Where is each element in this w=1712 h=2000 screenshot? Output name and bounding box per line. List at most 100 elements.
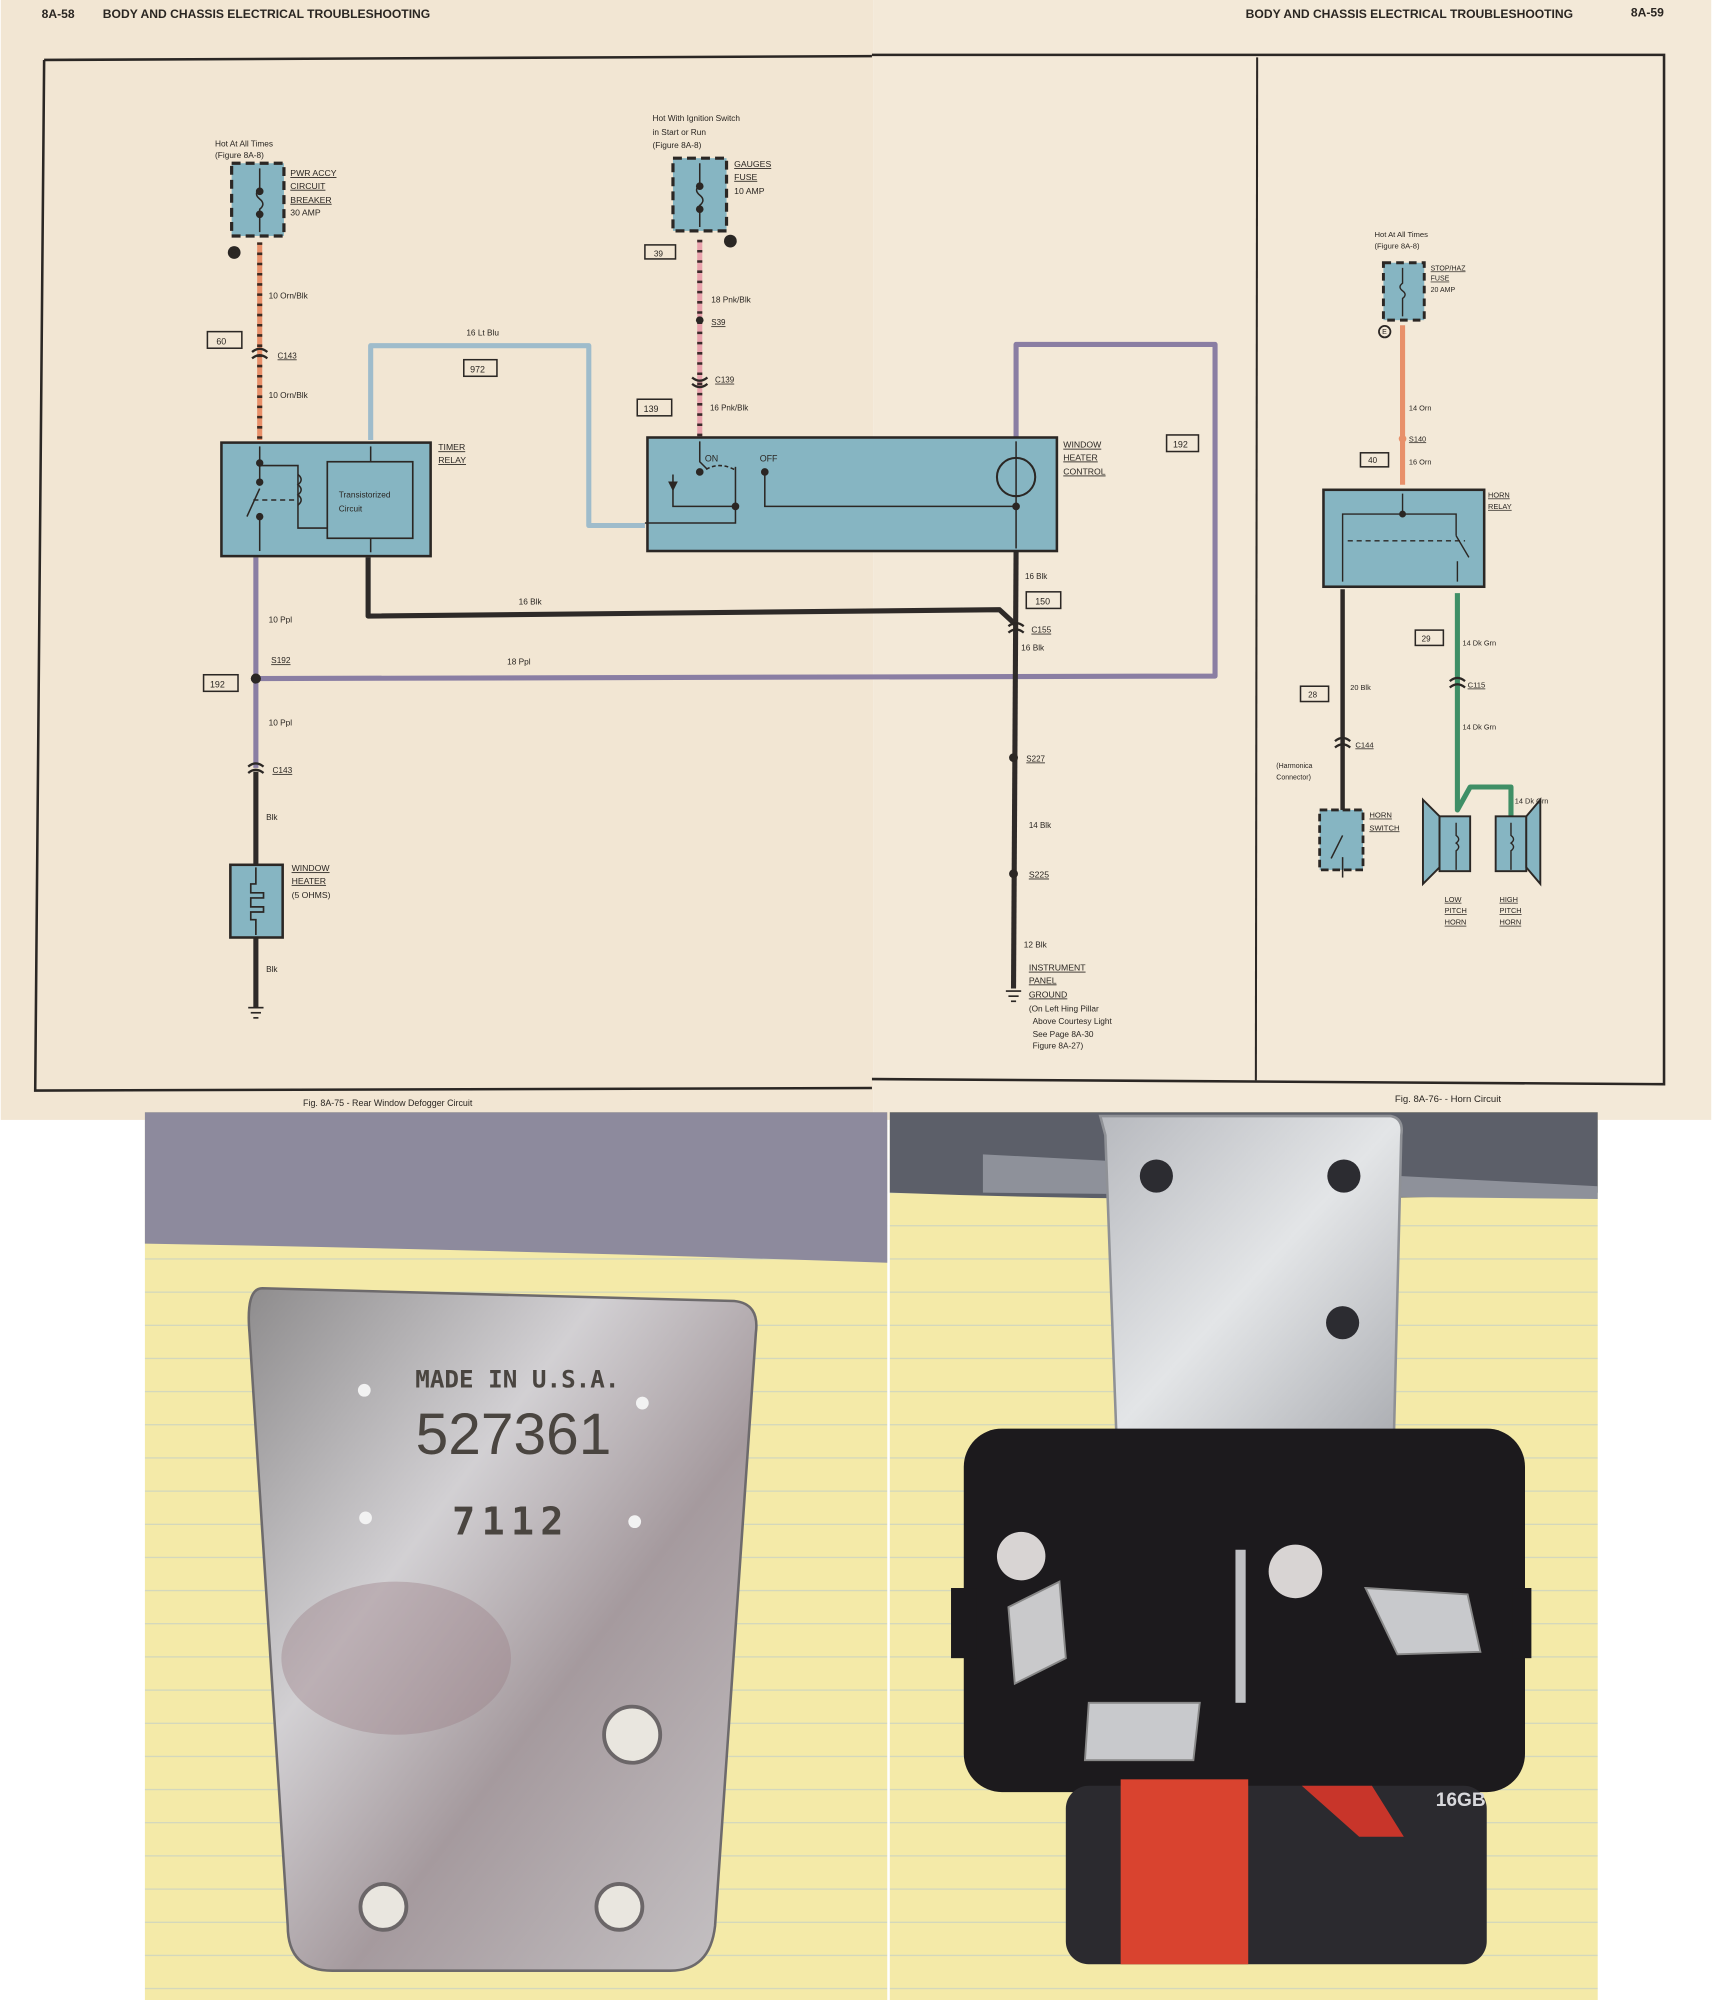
relay-label: HORN xyxy=(1488,490,1510,499)
heater-label: WINDOW xyxy=(292,863,331,873)
horn-label: HORN xyxy=(1445,918,1467,927)
wire-label: 16 Lt Blu xyxy=(466,327,499,337)
wire-16-lt-blu xyxy=(368,343,645,529)
horn-label: HORN xyxy=(1499,918,1521,927)
control-label: WINDOW xyxy=(1063,440,1102,450)
hot-note: (Figure 8A-8) xyxy=(215,150,264,160)
hot-note: (Figure 8A-8) xyxy=(653,140,702,150)
connector-icons xyxy=(247,347,1466,774)
horn-label: PITCH xyxy=(1499,906,1521,915)
fuse-label: STOP/HAZ xyxy=(1431,265,1467,272)
page-header-left: BODY AND CHASSIS ELECTRICAL TROUBLESHOOT… xyxy=(103,7,430,21)
wire-label: 16 Blk xyxy=(1025,572,1048,581)
ground-note: See Page 8A-30 xyxy=(1033,1029,1094,1039)
circuit-number: 60 xyxy=(216,336,226,346)
ground-icon xyxy=(248,1006,264,1019)
stamp-date-code: 7112 xyxy=(452,1499,570,1544)
tag-e: E xyxy=(1382,329,1387,336)
wire-label: 20 Blk xyxy=(1350,683,1371,692)
photo-relay-front: 16GB xyxy=(889,1112,1598,2000)
breaker-label: CIRCUIT xyxy=(290,181,326,191)
harmonica-note: Connector) xyxy=(1276,774,1311,781)
relay-terminal xyxy=(1007,1580,1067,1686)
wire-label: Blk xyxy=(266,812,278,822)
window-heater xyxy=(229,863,284,939)
relay-terminal xyxy=(1235,1549,1246,1703)
fuse-rating: 10 AMP xyxy=(734,186,765,196)
wire-label: 10 Orn/Blk xyxy=(269,390,309,400)
wire-label: 14 Dk Grn xyxy=(1463,638,1497,647)
tag-z: Z xyxy=(727,236,732,246)
circuit-number: 139 xyxy=(644,404,659,414)
switch-label: HORN xyxy=(1369,811,1392,820)
circuit-number: 40 xyxy=(1368,456,1377,465)
switch-off-label: OFF xyxy=(760,454,778,464)
figure-caption: Fig. 8A-75 - Rear Window Defogger Circui… xyxy=(303,1098,473,1108)
hot-note: Hot With Ignition Switch xyxy=(653,113,741,123)
fuse-label: FUSE xyxy=(1431,276,1450,283)
heater-label: HEATER xyxy=(292,876,326,886)
hot-note: (Figure 8A-8) xyxy=(1374,242,1419,251)
circuit-number-boxes xyxy=(202,244,1445,703)
tag-p: P xyxy=(231,248,237,258)
components xyxy=(220,156,1542,1019)
splice-s140 xyxy=(1398,434,1407,443)
relay-label: RELAY xyxy=(1488,502,1512,511)
wire-label: 10 Ppl xyxy=(269,718,293,728)
breaker-rating: 30 AMP xyxy=(290,208,321,218)
relay-label: RELAY xyxy=(438,455,466,465)
breaker-label: BREAKER xyxy=(290,195,331,205)
wire-14-dk-grn xyxy=(1454,593,1514,817)
window-heater-control xyxy=(644,436,1059,553)
connector-label: S140 xyxy=(1409,434,1426,443)
hot-note: Hot At All Times xyxy=(1374,230,1428,239)
splice-s192 xyxy=(250,673,261,684)
connector-label: S192 xyxy=(271,655,291,665)
connector-label: S39 xyxy=(711,318,726,327)
heater-label: (5 OHMS) xyxy=(292,890,331,900)
ground-label: PANEL xyxy=(1029,975,1057,985)
relay-inner-label: Circuit xyxy=(339,503,363,513)
circuit-number: 192 xyxy=(1173,440,1188,450)
relay-terminal xyxy=(1363,1586,1482,1656)
switch-label: SWITCH xyxy=(1369,823,1399,832)
control-label: HEATER xyxy=(1063,452,1097,462)
splice-s225 xyxy=(1009,869,1018,879)
circuit-number: 29 xyxy=(1422,635,1431,644)
switch-on-label: ON xyxy=(705,454,718,464)
circuit-number: 192 xyxy=(210,679,225,689)
ground-icon xyxy=(1005,990,1022,1003)
page-number-left: 8A-58 xyxy=(42,7,75,21)
wire-16-blk xyxy=(365,557,1018,627)
usb-capacity-label: 16GB xyxy=(1436,1790,1486,1811)
manual-page xyxy=(0,0,1712,1120)
ground-label: INSTRUMENT xyxy=(1029,963,1086,973)
hot-note: in Start or Run xyxy=(653,127,707,137)
wire-label: 14 Dk Grn xyxy=(1463,723,1497,732)
connector-label: C115 xyxy=(1468,680,1486,689)
connector-label: C155 xyxy=(1031,625,1051,635)
ground-note: (On Left Hing Pillar xyxy=(1029,1003,1099,1013)
ground-note: Figure 8A-27) xyxy=(1033,1040,1084,1050)
harmonica-note: (Harmonica xyxy=(1276,763,1312,770)
wire-label: 14 Dk Grn xyxy=(1515,797,1549,806)
ground-label: GROUND xyxy=(1029,989,1067,999)
wire-label: 16 Pnk/Blk xyxy=(710,404,749,413)
figure-caption: Fig. 8A-76- - Horn Circuit xyxy=(1395,1094,1501,1105)
wire-label: 18 Ppl xyxy=(507,657,531,667)
relay-label: TIMER xyxy=(438,442,465,452)
photo-relay-back: MADE IN U.S.A. 527361 7112 xyxy=(144,1112,888,2000)
connector-label: S227 xyxy=(1026,754,1045,763)
horn-label: PITCH xyxy=(1445,906,1467,915)
ground-note: Above Courtesy Light xyxy=(1033,1016,1113,1026)
wire-label: Blk xyxy=(266,964,278,974)
wire-label: 16 Blk xyxy=(519,597,543,607)
horn-label: LOW xyxy=(1445,895,1462,904)
diagram-labels: 8A-58 BODY AND CHASSIS ELECTRICAL TROUBLE… xyxy=(42,6,1665,1108)
wire-label: 14 Blk xyxy=(1029,821,1052,830)
splice-s39 xyxy=(695,316,704,324)
tag-e-icon xyxy=(1378,324,1392,339)
wire-label: 10 Ppl xyxy=(269,614,293,624)
connector-label: C143 xyxy=(278,351,298,360)
relay-terminal xyxy=(1083,1701,1201,1762)
